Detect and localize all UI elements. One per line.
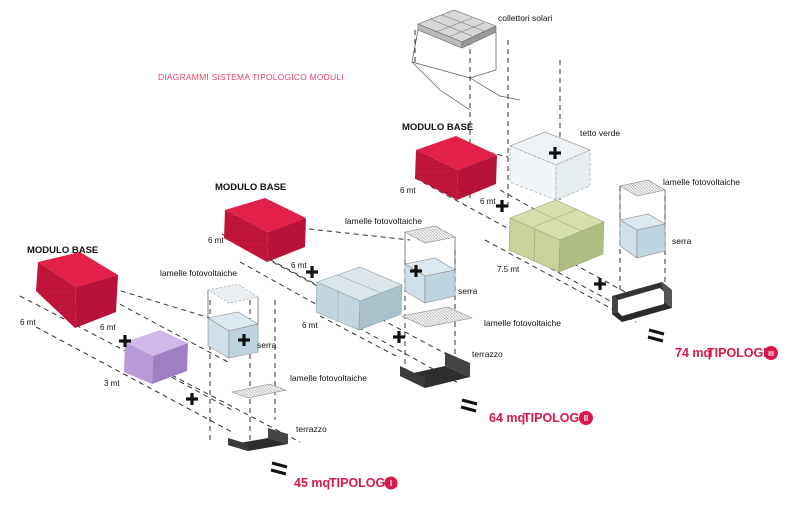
plus-icon [119, 335, 131, 347]
serra-module-2 [404, 225, 456, 304]
equals-icon [460, 398, 478, 413]
typology-1: MODULO BASE 6 mt 6 mt 3 mt lamelle fotov… [19, 245, 398, 490]
dim-depth-1: 6 mt [20, 318, 36, 327]
label-terrazzo-1: terrazzo [296, 424, 327, 434]
label-serra-1: serra [257, 340, 277, 350]
plus-icon [496, 200, 508, 212]
typology-2: MODULO BASE 6 mt 6 mt 6 mt lamelle fotov… [208, 182, 593, 425]
frame-module-3 [612, 282, 672, 322]
plus-icon [238, 334, 250, 346]
plus-icon [306, 266, 318, 278]
label-solar-collectors: collettori solari [498, 13, 552, 23]
label-lamelle-1a: lamelle fotovoltaiche [160, 268, 237, 278]
total-area-1: 45 mq [294, 476, 330, 490]
dim-width-3: 6 mt [480, 197, 496, 206]
tipologia-label-1: TIPOLOGIA [329, 476, 398, 490]
roman-numeral-3: III [768, 351, 774, 358]
dim-width-1: 6 mt [100, 323, 116, 332]
label-serra-2: serra [458, 286, 478, 296]
diagram-title: DIAGRAMMI SISTEMA TIPOLOGICO MODULI [158, 72, 344, 82]
blue-module-2 [315, 266, 403, 331]
base-module-2 [224, 198, 306, 262]
dim-extra-3: 7.5 mt [497, 265, 520, 274]
dim-depth-3: 6 mt [400, 186, 416, 195]
roman-numeral-1: I [390, 479, 392, 488]
green-roof-module [509, 131, 591, 201]
lamelle-1b [230, 383, 288, 399]
equals-icon [270, 461, 288, 476]
plus-icon [393, 331, 405, 343]
plus-icon [549, 147, 561, 159]
roman-numeral-2: II [584, 414, 588, 423]
base-module-1 [36, 252, 118, 328]
label-lamelle-1b: lamelle fotovoltaiche [290, 373, 367, 383]
plus-icon [186, 393, 198, 405]
dim-extra-2: 6 mt [302, 321, 318, 330]
typology-3: collettori solari MODULO BASE 6 mt 6 mt … [400, 9, 778, 360]
tipologia-label-2: TIPOLOGIA [523, 411, 592, 425]
roman-badge-2 [579, 411, 593, 425]
label-terrazzo-2: terrazzo [472, 349, 503, 359]
purple-module-1 [124, 330, 188, 384]
base-module-1-label: MODULO BASE [27, 245, 98, 256]
serra-module-1 [207, 283, 259, 359]
tipologia-label-3: TIPOLOGIA [707, 346, 776, 360]
terrazzo-2 [400, 352, 470, 388]
serra-module-3 [619, 179, 666, 259]
base-module-3-label: MODULO BASE [402, 122, 473, 133]
equals-icon [647, 328, 665, 343]
total-area-3: 74 mq [675, 346, 711, 360]
plus-icon [594, 278, 606, 290]
label-lamelle-2a: lamelle fotovoltaiche [345, 216, 422, 226]
base-module-3 [415, 136, 497, 200]
roman-badge-1 [384, 476, 398, 490]
label-lamelle-2b: lamelle fotovoltaiche [484, 318, 561, 328]
roman-badge-3 [764, 346, 778, 360]
base-module-2-label: MODULO BASE [215, 182, 286, 193]
dim-width-2: 6 mt [291, 261, 307, 270]
label-lamelle-3: lamelle fotovoltaiche [663, 177, 740, 187]
plus-icon [410, 265, 422, 277]
solar-collectors [411, 9, 521, 111]
green-module-3 [508, 199, 605, 273]
dim-depth-2: 6 mt [208, 236, 224, 245]
label-serra-3: serra [672, 236, 692, 246]
lamelle-2b [401, 306, 473, 328]
terrazzo-1 [228, 428, 288, 451]
dim-extra-1: 3 mt [104, 379, 120, 388]
label-green-roof: tetto verde [580, 128, 620, 138]
total-area-2: 64 mq [489, 411, 525, 425]
